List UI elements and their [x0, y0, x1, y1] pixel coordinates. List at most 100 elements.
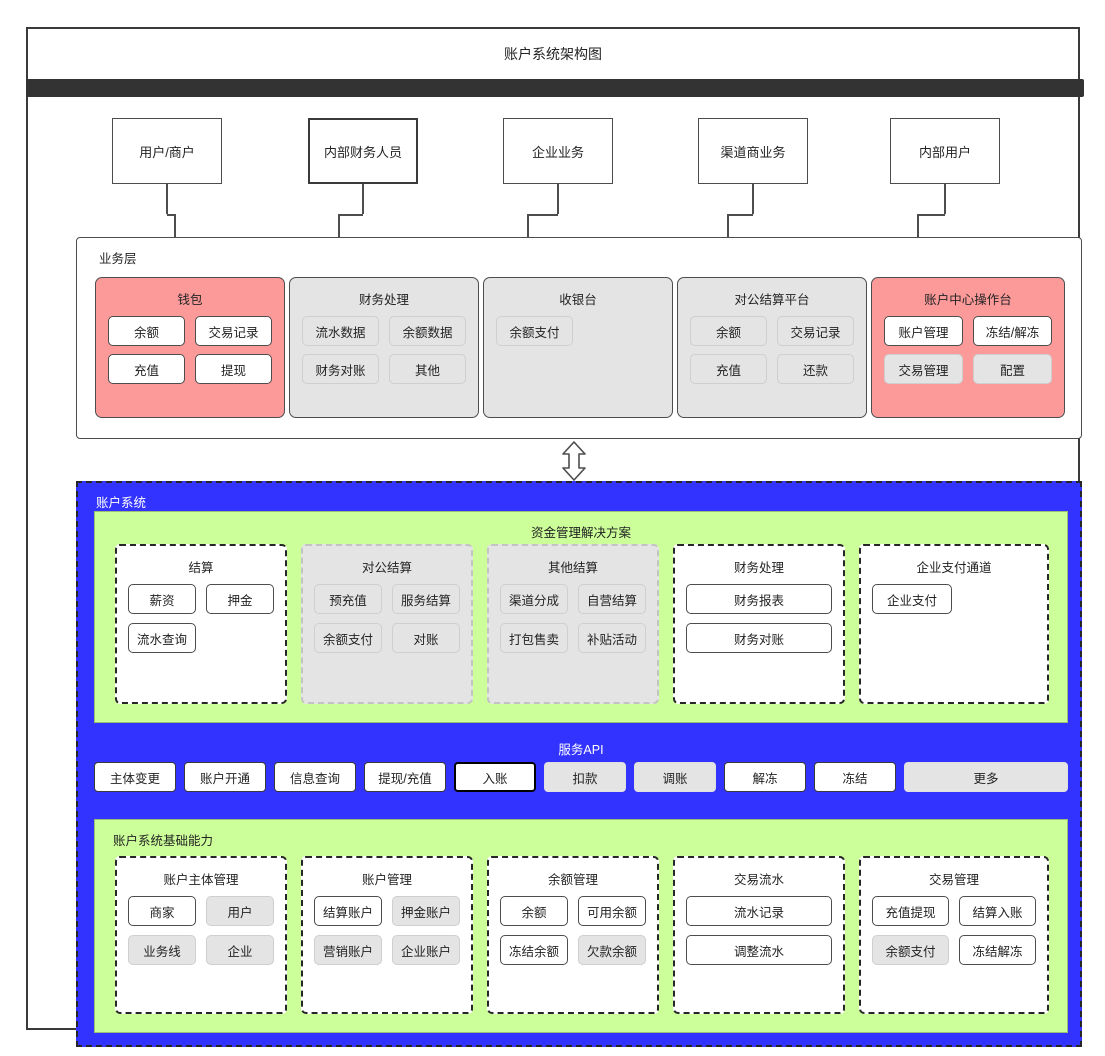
business-card-4[interactable]: 对公结算平台余额交易记录充值还款	[677, 277, 867, 418]
capability-card-title: 账户管理	[361, 873, 412, 887]
actor-box-1: 用户/商户	[112, 118, 222, 184]
chip-button[interactable]: 业务线	[128, 935, 196, 965]
chip-button[interactable]: 用户	[206, 896, 274, 926]
chip-button[interactable]: 押金	[206, 584, 274, 614]
capability-card-chips: 商家用户业务线企业	[128, 896, 274, 965]
chip-button[interactable]: 余额	[690, 316, 767, 346]
api-button-6[interactable]: 扣款	[544, 762, 626, 792]
capability-card-title: 结算	[188, 561, 214, 575]
chip-button[interactable]: 财务对账	[686, 623, 832, 653]
capability-card-title: 企业支付通道	[916, 561, 992, 575]
capability-card-chips: 充值提现结算入账余额支付冻结解冻	[872, 896, 1036, 965]
chip-button[interactable]: 服务结算	[392, 584, 460, 614]
chip-button[interactable]: 冻结/解冻	[973, 316, 1052, 346]
capability-card-3[interactable]: 余额管理余额可用余额冻结余额欠款余额	[487, 856, 659, 1014]
chip-button[interactable]: 余额支付	[496, 316, 573, 346]
chip-button[interactable]: 冻结余额	[500, 935, 568, 965]
chip-button[interactable]: 提现	[195, 354, 272, 384]
chip-button[interactable]: 企业支付	[872, 584, 953, 614]
chip-button[interactable]: 渠道分成	[500, 584, 568, 614]
capability-card-chips: 渠道分成自营结算打包售卖补贴活动	[500, 584, 646, 653]
capability-card-2[interactable]: 账户管理结算账户押金账户营销账户企业账户	[301, 856, 473, 1014]
business-card-2[interactable]: 财务处理流水数据余额数据财务对账其他	[289, 277, 479, 418]
base-capability-panel: 账户系统基础能力 账户主体管理商家用户业务线企业账户管理结算账户押金账户营销账户…	[94, 819, 1068, 1033]
chip-button[interactable]: 欠款余额	[578, 935, 646, 965]
business-card-title: 账户中心操作台	[924, 293, 1012, 307]
capability-card-3[interactable]: 其他结算渠道分成自营结算打包售卖补贴活动	[487, 544, 659, 704]
api-button-8[interactable]: 解冻	[724, 762, 806, 792]
capability-card-4[interactable]: 交易流水流水记录调整流水	[673, 856, 845, 1014]
api-button-3[interactable]: 信息查询	[274, 762, 356, 792]
fund-management-title: 资金管理解决方案	[530, 526, 631, 540]
chip-button[interactable]: 余额支付	[872, 935, 949, 965]
connector-line	[728, 214, 753, 216]
capability-card-1[interactable]: 账户主体管理商家用户业务线企业	[115, 856, 287, 1014]
api-button-2[interactable]: 账户开通	[184, 762, 266, 792]
api-button-9[interactable]: 冻结	[814, 762, 896, 792]
chip-button[interactable]: 补贴活动	[578, 623, 646, 653]
chip-button[interactable]: 余额	[108, 316, 185, 346]
actor-box-5: 内部用户	[890, 118, 1000, 184]
chip-button[interactable]: 自营结算	[578, 584, 646, 614]
capability-card-5[interactable]: 企业支付通道企业支付	[859, 544, 1049, 704]
capability-card-title: 交易管理	[928, 873, 979, 887]
chip-button[interactable]: 企业账户	[392, 935, 460, 965]
capability-card-1[interactable]: 结算薪资押金流水查询	[115, 544, 287, 704]
business-card-chips: 余额支付	[496, 316, 660, 346]
chip-button[interactable]: 流水查询	[128, 623, 196, 653]
connector-line	[527, 214, 529, 259]
chip-button[interactable]: 押金账户	[392, 896, 460, 926]
chip-button[interactable]: 账户管理	[884, 316, 963, 346]
chip-button[interactable]: 调整流水	[686, 935, 832, 965]
api-button-5[interactable]: 入账	[454, 762, 536, 792]
capability-card-2[interactable]: 对公结算预充值服务结算余额支付对账	[301, 544, 473, 704]
capability-card-chips: 财务报表财务对账	[686, 584, 832, 653]
capability-card-title: 其他结算	[547, 561, 598, 575]
api-button-10[interactable]: 更多	[904, 762, 1068, 792]
actor-label: 内部财务人员	[323, 144, 402, 160]
chip-button[interactable]: 流水数据	[302, 316, 379, 346]
chip-button[interactable]: 薪资	[128, 584, 196, 614]
chip-button[interactable]: 交易记录	[777, 316, 854, 346]
chip-button[interactable]: 配置	[973, 354, 1052, 384]
chip-button[interactable]: 流水记录	[686, 896, 832, 926]
business-card-5[interactable]: 账户中心操作台账户管理冻结/解冻交易管理配置	[871, 277, 1065, 418]
chip-button[interactable]: 营销账户	[314, 935, 382, 965]
chip-button[interactable]: 充值	[108, 354, 185, 384]
connector-line	[174, 214, 176, 259]
chip-button[interactable]: 财务对账	[302, 354, 379, 384]
chip-button[interactable]: 结算账户	[314, 896, 382, 926]
business-card-3[interactable]: 收银台余额支付	[483, 277, 673, 418]
business-card-title: 钱包	[177, 293, 203, 307]
chip-button[interactable]: 冻结解冻	[959, 935, 1036, 965]
chip-button[interactable]: 还款	[777, 354, 854, 384]
chip-button[interactable]: 充值提现	[872, 896, 949, 926]
chip-button[interactable]: 财务报表	[686, 584, 832, 614]
business-layer-container: 业务层 钱包余额交易记录充值提现财务处理流水数据余额数据财务对账其他收银台余额支…	[76, 237, 1082, 439]
chip-button[interactable]: 充值	[690, 354, 767, 384]
account-system-label: 账户系统	[96, 496, 147, 510]
chip-button[interactable]: 余额	[500, 896, 568, 926]
chip-button[interactable]: 可用余额	[578, 896, 646, 926]
chip-button[interactable]: 对账	[392, 623, 460, 653]
chip-button[interactable]: 其他	[389, 354, 466, 384]
chip-button[interactable]: 交易管理	[884, 354, 963, 384]
capability-card-4[interactable]: 财务处理财务报表财务对账	[673, 544, 845, 704]
chip-button[interactable]: 余额数据	[389, 316, 466, 346]
api-button-1[interactable]: 主体变更	[94, 762, 176, 792]
chip-button[interactable]: 余额支付	[314, 623, 382, 653]
api-button-7[interactable]: 调账	[634, 762, 716, 792]
business-card-title: 财务处理	[358, 293, 409, 307]
actor-box-3: 企业业务	[503, 118, 613, 184]
chip-button[interactable]: 结算入账	[959, 896, 1036, 926]
api-button-4[interactable]: 提现/充值	[364, 762, 446, 792]
business-card-1[interactable]: 钱包余额交易记录充值提现	[95, 277, 285, 418]
chip-button[interactable]: 打包售卖	[500, 623, 568, 653]
chip-button[interactable]: 企业	[206, 935, 274, 965]
capability-card-chips: 流水记录调整流水	[686, 896, 832, 965]
capability-card-5[interactable]: 交易管理充值提现结算入账余额支付冻结解冻	[859, 856, 1049, 1014]
chip-button[interactable]: 预充值	[314, 584, 382, 614]
business-card-title: 对公结算平台	[734, 293, 810, 307]
chip-button[interactable]: 交易记录	[195, 316, 272, 346]
chip-button[interactable]: 商家	[128, 896, 196, 926]
